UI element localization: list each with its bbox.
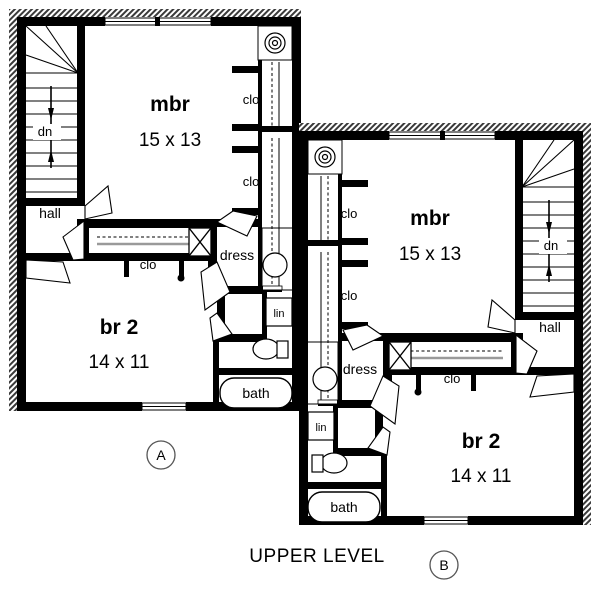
room-dims-a-br2: 14 x 11 — [89, 352, 150, 373]
unit-b-group: dn clo clo — [299, 123, 591, 525]
ceiling-light-b — [307, 139, 343, 175]
room-label-a-hall: hall — [39, 205, 61, 221]
closet-label-b-lin: lin — [315, 422, 326, 434]
room-label-b-br2: br 2 — [462, 430, 501, 453]
toilet-b — [311, 452, 348, 474]
room-label-a-br2: br 2 — [100, 316, 139, 339]
unit-marker-a-label: A — [156, 447, 166, 463]
door-a-hall-br2 — [25, 259, 71, 284]
closet-label-a-lin: lin — [273, 308, 284, 320]
door-a-mbr-hall — [84, 184, 113, 220]
window-a-bottom — [141, 402, 187, 411]
door-a-mbr-dress — [215, 210, 258, 237]
stair-direction-label-a: dn — [38, 124, 52, 139]
plan-title: UPPER LEVEL — [249, 546, 384, 567]
closet-label-b-br2: clo — [444, 371, 461, 386]
unit-b-stair: dn — [515, 139, 575, 320]
unit-b-mbr-closets: clo clo — [308, 174, 368, 406]
bathtub-a: bath — [219, 377, 293, 409]
closet-label-b-mbr-upper: clo — [341, 206, 358, 221]
room-label-a-bath: bath — [242, 385, 269, 401]
unit-b-br2-closet: clo — [388, 341, 503, 396]
unit-marker-b: B — [429, 550, 459, 580]
room-dims-b-mbr: 15 x 13 — [399, 244, 461, 265]
unit-b-bath: bath — [299, 448, 387, 525]
window-a-top — [104, 17, 212, 26]
door-a-dress-bath — [209, 312, 233, 342]
unit-a-group: dn — [9, 9, 301, 411]
closet-label-a-br2: clo — [140, 257, 157, 272]
door-b-dress-bath — [367, 426, 391, 456]
unit-a-bath: bath — [213, 334, 301, 411]
unit-b-doors[interactable] — [342, 298, 575, 456]
unit-a-br2-closet: clo — [97, 227, 212, 282]
unit-marker-a: A — [146, 440, 176, 470]
room-label-b-mbr: mbr — [410, 207, 450, 230]
door-b-hall-clo — [515, 333, 538, 375]
room-label-a-dress: dress — [220, 247, 254, 263]
room-dims-b-br2: 14 x 11 — [451, 466, 512, 487]
stair-direction-label-b: dn — [544, 238, 558, 253]
room-dims-a-mbr: 15 x 13 — [139, 130, 201, 151]
room-label-b-dress: dress — [343, 361, 377, 377]
room-label-b-hall: hall — [539, 319, 561, 335]
bathtub-b: bath — [307, 491, 381, 523]
unit-a-doors[interactable] — [25, 184, 258, 342]
toilet-a — [252, 338, 289, 360]
door-a-br2-dress — [200, 261, 231, 312]
door-b-br2-dress — [369, 375, 400, 426]
closet-label-b-mbr-lower: clo — [341, 288, 358, 303]
door-b-mbr-hall — [487, 298, 516, 334]
window-b-top — [388, 131, 496, 140]
room-label-a-mbr: mbr — [150, 93, 190, 116]
closet-label-a-mbr-upper: clo — [243, 92, 260, 107]
unit-marker-b-label: B — [439, 557, 448, 573]
door-b-mbr-dress — [342, 324, 385, 351]
closet-label-a-mbr-lower: clo — [243, 174, 260, 189]
window-b-bottom — [423, 516, 469, 525]
unit-b-dress: dress lin — [305, 341, 383, 456]
door-b-hall-br2 — [529, 373, 575, 398]
room-label-b-bath: bath — [330, 499, 357, 515]
door-a-hall-clo — [62, 219, 85, 261]
ceiling-light-a — [257, 25, 293, 61]
unit-a-stair: dn — [25, 25, 85, 206]
